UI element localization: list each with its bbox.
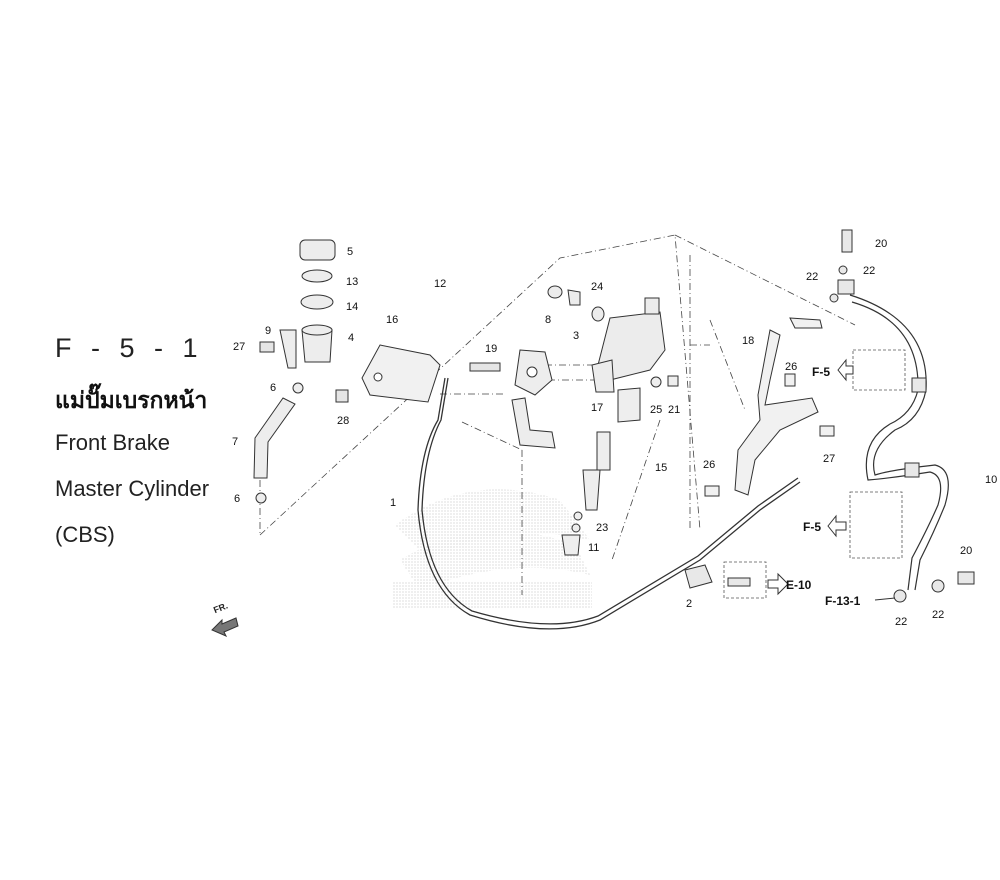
reference-f5-upper: F-5 (812, 365, 830, 379)
callout-1: 1 (390, 497, 397, 509)
callout-21: 21 (668, 404, 681, 416)
callout-11: 11 (588, 542, 600, 554)
callout-12: 12 (434, 278, 447, 290)
callout-2: 2 (686, 598, 693, 610)
master-cylinder-body (547, 285, 666, 393)
english-title-line-1: Front Brake (55, 430, 170, 455)
callout-13: 13 (346, 276, 359, 288)
callout-16: 16 (386, 314, 399, 326)
reference-f13-1: F-13-1 (825, 594, 861, 608)
callout-3: 3 (573, 330, 580, 342)
callout-27-right: 27 (823, 453, 836, 465)
callout-7: 7 (232, 436, 239, 448)
callout-28: 28 (337, 415, 350, 427)
callout-9: 9 (265, 325, 272, 337)
callout-27-left: 27 (233, 341, 246, 353)
spring-and-piston (561, 375, 679, 556)
mounting-bracket (704, 317, 835, 497)
brake-cable (417, 377, 801, 630)
callout-19: 19 (485, 343, 498, 355)
reference-f5-lower: F-5 (803, 520, 821, 534)
callout-26-lower: 26 (703, 459, 716, 471)
reference-e10: E-10 (786, 578, 812, 592)
callout-4: 4 (348, 332, 355, 344)
reservoir-hose (253, 382, 304, 504)
callout-22-top-left: 22 (806, 271, 819, 283)
reservoir-assembly (279, 239, 336, 369)
lever-bracket (511, 349, 556, 449)
callout-6-lower: 6 (234, 493, 241, 505)
callout-25: 25 (650, 404, 663, 416)
english-title-line-3: (CBS) (55, 522, 115, 547)
callout-20-upper: 20 (875, 238, 888, 250)
honda-watermark (392, 489, 592, 608)
callout-14: 14 (346, 301, 359, 313)
callout-10: 10 (985, 474, 998, 486)
callout-22-top-right: 22 (863, 265, 876, 277)
callout-20-lower: 20 (960, 545, 973, 557)
forward-arrow-icon (211, 617, 239, 637)
english-title-line-2: Master Cylinder (55, 476, 210, 501)
callout-26-upper: 26 (785, 361, 798, 373)
callout-24: 24 (591, 281, 604, 293)
master-cylinder-cover (361, 344, 441, 403)
section-code: F - 5 - 1 (55, 333, 204, 363)
callout-22-bottom-left: 22 (895, 616, 908, 628)
callout-22-bottom-right: 22 (932, 609, 945, 621)
thai-title: แม่ปั๊มเบรกหน้า (55, 387, 208, 413)
callout-18: 18 (742, 335, 755, 347)
callout-5: 5 (347, 246, 354, 258)
title-block: F - 5 - 1 แม่ปั๊มเบรกหน้า Front Brake Ma… (55, 330, 255, 558)
brake-hose (849, 294, 949, 591)
callout-15: 15 (655, 462, 668, 474)
callout-8: 8 (545, 314, 552, 326)
cable-joint (684, 564, 751, 589)
callout-6-upper: 6 (270, 382, 277, 394)
callout-23: 23 (596, 522, 609, 534)
callout-17: 17 (591, 402, 604, 414)
